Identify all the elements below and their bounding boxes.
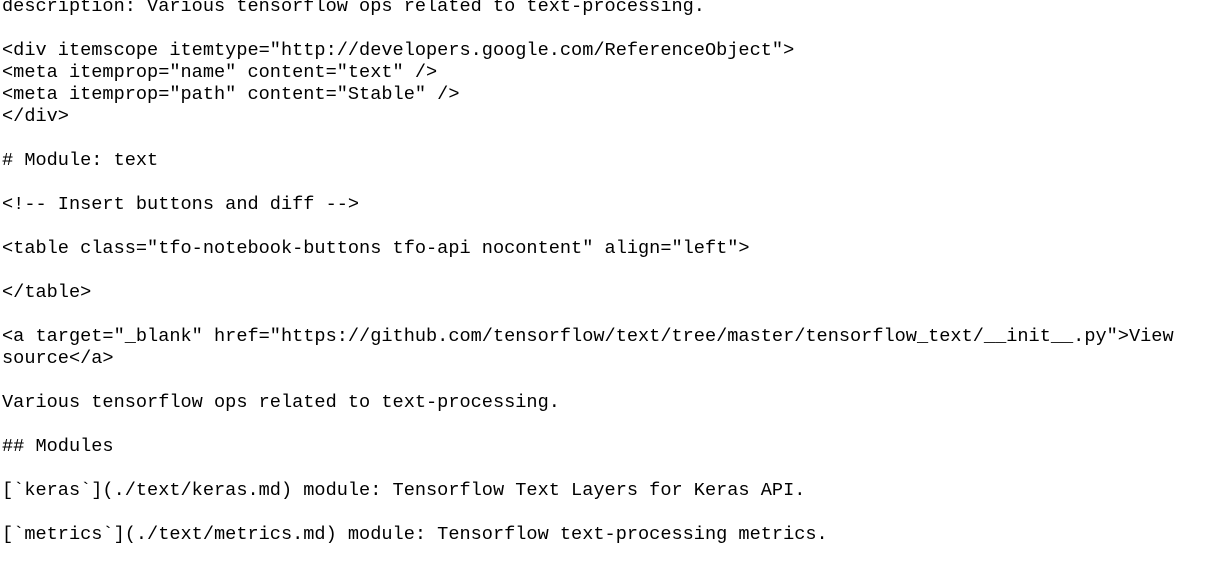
document-line	[2, 458, 1174, 480]
document-line: Various tensorflow ops related to text-p…	[2, 392, 560, 413]
document-line: <div itemscope itemtype="http://develope…	[2, 40, 795, 61]
document-line: <meta itemprop="path" content="Stable" /…	[2, 84, 460, 105]
document-line: </table>	[2, 282, 92, 303]
document-line	[2, 128, 1174, 150]
document-line: <a target="_blank" href="https://github.…	[2, 326, 1174, 347]
markdown-document: description: Various tensorflow ops rela…	[2, 0, 1174, 546]
document-line	[2, 502, 1174, 524]
document-line	[2, 18, 1174, 40]
document-line: <table class="tfo-notebook-buttons tfo-a…	[2, 238, 750, 259]
document-line	[2, 414, 1174, 436]
document-line: # Module: text	[2, 150, 159, 171]
document-line: [`keras`](./text/keras.md) module: Tenso…	[2, 480, 806, 501]
document-line	[2, 304, 1174, 326]
document-line: <!-- Insert buttons and diff -->	[2, 194, 360, 215]
document-line: </div>	[2, 106, 69, 127]
document-line	[2, 370, 1174, 392]
document-line: [`metrics`](./text/metrics.md) module: T…	[2, 524, 828, 545]
document-line: description: Various tensorflow ops rela…	[2, 0, 705, 17]
document-line	[2, 260, 1174, 282]
document-line: source</a>	[2, 348, 114, 369]
document-line	[2, 172, 1174, 194]
document-line	[2, 216, 1174, 238]
document-line: ## Modules	[2, 436, 114, 457]
document-line: <meta itemprop="name" content="text" />	[2, 62, 438, 83]
